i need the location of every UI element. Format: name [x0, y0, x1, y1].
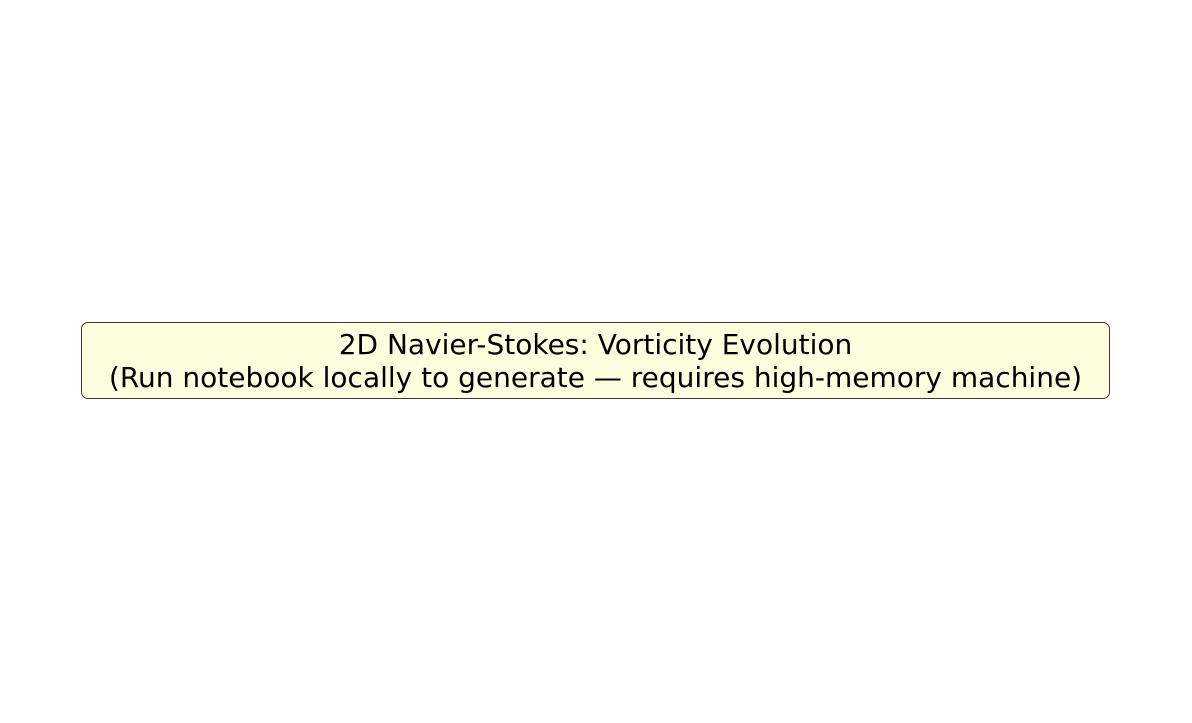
placeholder-notice-box: 2D Navier-Stokes: Vorticity Evolution (R… — [81, 322, 1110, 399]
notice-title: 2D Navier-Stokes: Vorticity Evolution — [338, 327, 853, 361]
notice-message: (Run notebook locally to generate — requ… — [108, 360, 1083, 394]
